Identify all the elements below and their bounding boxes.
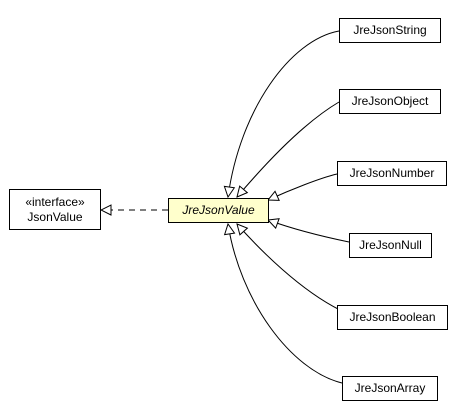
base-class-name: JreJsonValue xyxy=(182,203,255,217)
interface-name: JsonValue xyxy=(27,209,83,224)
interface-node-jsonvalue[interactable]: «interface» JsonValue xyxy=(9,189,101,230)
subclass-name: JreJsonBoolean xyxy=(349,310,436,324)
inheritance-edge-object xyxy=(237,101,340,197)
inheritance-edge-array xyxy=(228,224,343,384)
inheritance-edge-number xyxy=(268,173,338,200)
class-node-jrejsonstring[interactable]: JreJsonString xyxy=(339,18,441,43)
interface-stereotype: «interface» xyxy=(25,194,85,209)
class-node-jrejsonnumber[interactable]: JreJsonNumber xyxy=(337,161,447,186)
subclass-name: JreJsonObject xyxy=(351,94,429,108)
subclass-name: JreJsonString xyxy=(353,23,427,37)
class-node-jrejsonarray[interactable]: JreJsonArray xyxy=(342,376,438,401)
class-node-jrejsonboolean[interactable]: JreJsonBoolean xyxy=(337,305,448,330)
subclass-name: JreJsonArray xyxy=(354,381,426,395)
subclass-name: JreJsonNumber xyxy=(349,166,435,180)
inheritance-edge-null xyxy=(268,220,350,243)
inheritance-edge-string xyxy=(228,30,340,197)
class-node-jrejsonnull[interactable]: JreJsonNull xyxy=(349,233,432,258)
class-node-jrejsonobject[interactable]: JreJsonObject xyxy=(339,89,441,114)
inheritance-edge-boolean xyxy=(237,224,341,311)
class-node-jrejsonvalue[interactable]: JreJsonValue xyxy=(168,198,269,223)
subclass-name: JreJsonNull xyxy=(359,238,422,252)
